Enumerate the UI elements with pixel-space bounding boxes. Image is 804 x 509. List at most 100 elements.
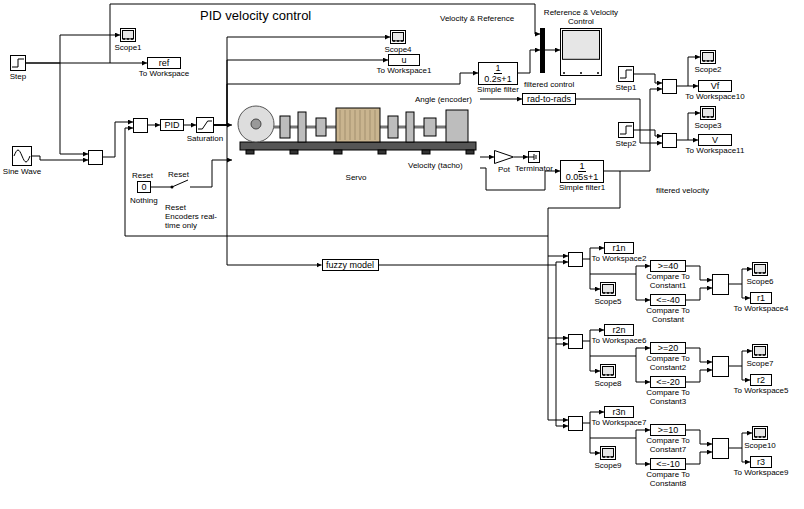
block-glyph bbox=[534, 154, 535, 160]
scope-knob bbox=[763, 436, 765, 438]
logic-block bbox=[713, 275, 729, 295]
block-text: V bbox=[711, 135, 719, 145]
signal-wire bbox=[742, 380, 750, 381]
scope-knob bbox=[763, 354, 765, 356]
signal-wire bbox=[636, 430, 650, 431]
block-label: Step1 bbox=[616, 83, 637, 92]
block-outline bbox=[446, 110, 468, 142]
signal-wire bbox=[590, 330, 604, 331]
block-label: To Workspace2 bbox=[592, 254, 647, 263]
signal-wire bbox=[742, 462, 750, 463]
scope-block: Scope4 bbox=[390, 30, 406, 44]
sine-source: Sine Wave bbox=[12, 146, 32, 166]
block: <=-10Compare To Constant8 bbox=[650, 458, 686, 470]
block-label-group: Scope6 bbox=[746, 277, 773, 286]
signal-wire bbox=[742, 433, 743, 462]
signal-wire bbox=[636, 382, 650, 383]
annotation-label: Velocity (tacho) bbox=[408, 161, 463, 170]
block-label-group: Servo bbox=[346, 173, 367, 182]
block: >=10Compare To Constant7 bbox=[650, 424, 686, 436]
block-label-group: To Workspace2 bbox=[592, 254, 647, 263]
block-text: <=-10 bbox=[655, 459, 681, 469]
scope-knob bbox=[703, 60, 705, 62]
block-outline bbox=[123, 31, 134, 39]
block-label-group: To Workspace7 bbox=[592, 418, 647, 427]
sum-block bbox=[569, 335, 583, 349]
block-label: Terminator bbox=[515, 164, 553, 173]
block-label-group: Step bbox=[10, 72, 26, 81]
signal-wire bbox=[742, 269, 743, 298]
block: rad-to-rads bbox=[522, 93, 576, 105]
block-outline bbox=[601, 365, 616, 378]
scope-block: Scope1 bbox=[120, 28, 136, 42]
block-glyph bbox=[355, 110, 356, 140]
scope-block: Scope9 bbox=[600, 446, 616, 460]
block-outline bbox=[388, 116, 398, 138]
signal-wire bbox=[728, 448, 742, 449]
annotation-label: Reset Encoders real-time only bbox=[165, 203, 221, 230]
block-label-group: Scope1 bbox=[114, 43, 141, 52]
bigscope-icon bbox=[560, 28, 602, 76]
block-label-group: Scope9 bbox=[594, 461, 621, 470]
scope-knob bbox=[607, 456, 609, 458]
sine-icon bbox=[12, 146, 32, 166]
signal-wire bbox=[582, 341, 590, 342]
signal-wire bbox=[590, 330, 591, 371]
step-source: Step2 bbox=[618, 122, 634, 138]
signal-wire bbox=[582, 423, 590, 424]
disc-hub bbox=[251, 119, 261, 129]
signal-wire bbox=[32, 156, 88, 160]
sum-block bbox=[89, 151, 103, 165]
block-glyph bbox=[365, 110, 366, 140]
signal-wire bbox=[518, 50, 540, 73]
block-outline bbox=[424, 118, 436, 136]
gain-icon bbox=[494, 150, 514, 164]
scope-block: Scope6 bbox=[752, 262, 768, 276]
signal-wire bbox=[190, 160, 232, 187]
block-label-group: Scope7 bbox=[746, 359, 773, 368]
scope-knob bbox=[597, 72, 599, 74]
block-label: Servo bbox=[346, 173, 367, 182]
block: >=20Compare To Constant2 bbox=[650, 342, 686, 354]
block-glyph bbox=[14, 150, 30, 162]
block-glyph bbox=[198, 121, 212, 129]
block: fuzzy model bbox=[322, 259, 379, 271]
block-label-group: To Workspace9 bbox=[734, 468, 789, 477]
saturation-block: Saturation bbox=[196, 117, 214, 133]
block-outline bbox=[603, 367, 614, 375]
signal-wire bbox=[636, 464, 650, 465]
signal-wire bbox=[125, 128, 548, 236]
block-outline bbox=[563, 31, 600, 60]
block-text: PID bbox=[163, 120, 180, 130]
block-text: rad-to-rads bbox=[526, 94, 572, 104]
block-text: r1n bbox=[611, 243, 626, 253]
numerator: 1 bbox=[578, 161, 585, 172]
signal-wire bbox=[636, 348, 637, 382]
block-label-group: To Workspace6 bbox=[592, 336, 647, 345]
block-label-group: To Workspace1 bbox=[377, 66, 432, 75]
block-label: Scope3 bbox=[694, 121, 721, 130]
signal-wire bbox=[686, 266, 712, 280]
block-outline bbox=[701, 107, 716, 120]
block-label: To Workspace6 bbox=[592, 336, 647, 345]
block-outline bbox=[280, 116, 290, 138]
scope-knob bbox=[711, 116, 713, 118]
annotation-label: Angle (encoder) bbox=[415, 95, 472, 104]
step-icon bbox=[10, 55, 26, 71]
signal-wire bbox=[548, 338, 568, 339]
block-outline bbox=[393, 33, 404, 41]
block-outline bbox=[701, 51, 716, 64]
sum-block bbox=[663, 134, 677, 148]
block-outline bbox=[529, 152, 540, 163]
block-label: Scope9 bbox=[594, 461, 621, 470]
block-label-group: Scope3 bbox=[694, 121, 721, 130]
switch-pivot bbox=[171, 186, 174, 189]
block-outline bbox=[290, 150, 298, 154]
block: r3nTo Workspace7 bbox=[604, 406, 634, 418]
signal-wire bbox=[742, 433, 752, 434]
block-label: Simple filter1 bbox=[559, 183, 605, 192]
block-text: <=-40 bbox=[655, 295, 681, 305]
signal-wire bbox=[676, 140, 698, 141]
block-outline bbox=[601, 447, 616, 460]
diagram-title: PID velocity control bbox=[200, 8, 311, 23]
